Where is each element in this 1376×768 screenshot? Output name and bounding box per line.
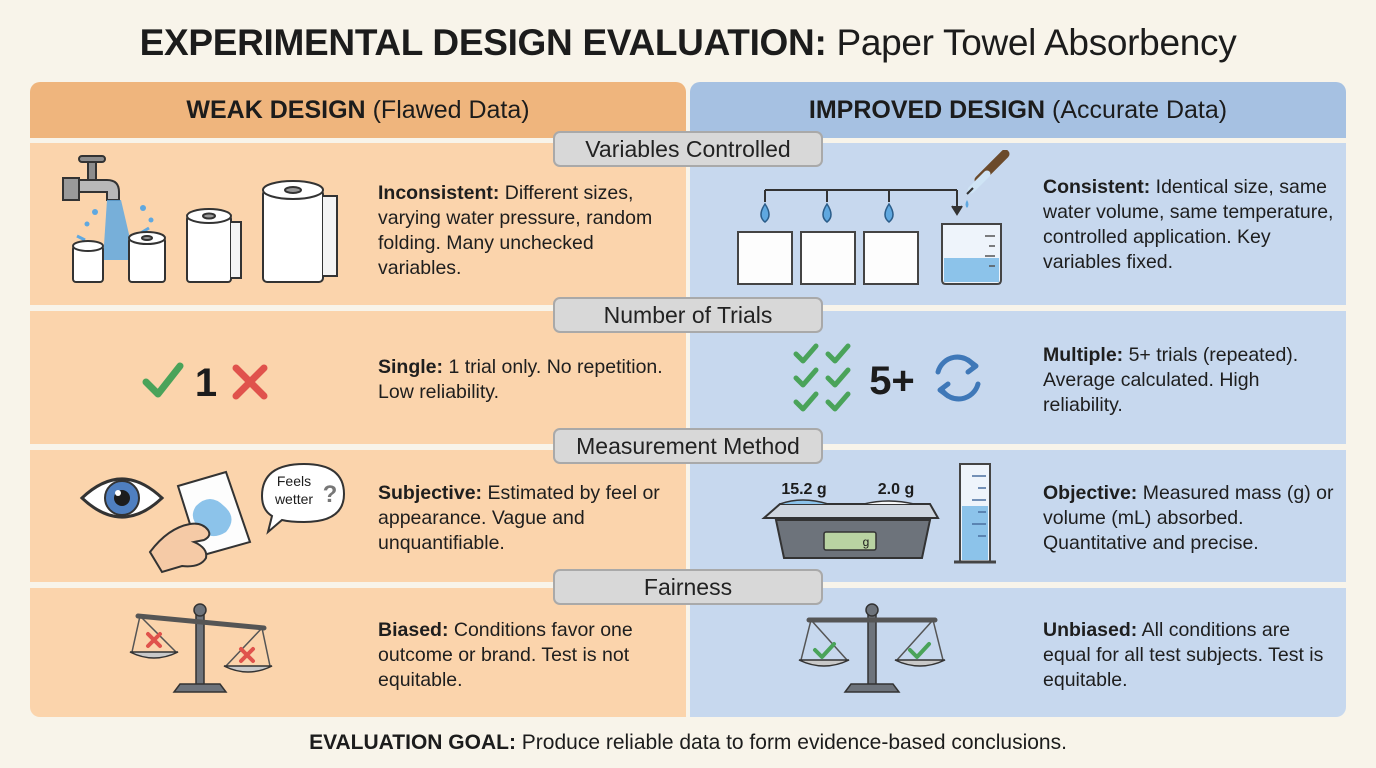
improved-measurement-text: Objective: Measured mass (g) or volume (… [1043, 482, 1334, 554]
improved-variables-panel [690, 143, 1346, 305]
single-trial-illustration: 1 [140, 352, 280, 417]
beaker-icon [941, 223, 1002, 285]
weak-header-bold: WEAK DESIGN [186, 95, 366, 124]
single-trial-count: 1 [195, 361, 217, 405]
svg-text:Feels: Feels [277, 473, 311, 489]
distribution-lines [764, 189, 963, 216]
check-grid-icon [793, 343, 851, 412]
check-icon [813, 642, 836, 659]
check-icon [142, 362, 184, 398]
water-drop-icons [760, 202, 894, 223]
weak-measurement-panel [30, 450, 686, 582]
cross-icon [232, 364, 268, 400]
weak-trials-panel [30, 311, 686, 444]
multiple-trial-count: 5+ [869, 359, 915, 403]
improved-design-header: IMPROVED DESIGN (Accurate Data) [690, 82, 1346, 138]
balanced-scale-illustration [797, 598, 947, 711]
level-balance-icon [798, 603, 946, 693]
wet-towel-in-hand-icon [148, 470, 252, 574]
criterion-pill-trials: Number of Trials [553, 297, 823, 333]
right-pan-reading: 2.0 g [878, 481, 914, 498]
improved-fairness-text: Unbiased: All conditions are equal for a… [1043, 619, 1324, 691]
weak-trials-text: Single: 1 trial only. No repetition. Low… [378, 356, 663, 403]
title-bold: EXPERIMENTAL DESIGN EVALUATION: [139, 22, 827, 63]
subjective-measurement-illustration: Feels wetter ? [78, 456, 358, 581]
identical-towel-squares [737, 231, 919, 285]
dropper-icon [965, 149, 1010, 208]
improved-header-bold: IMPROVED DESIGN [808, 95, 1046, 124]
improved-variables-text: Consistent: Identical size, same water v… [1043, 176, 1334, 273]
criterion-pill-fairness: Fairness [553, 569, 823, 605]
cross-icon [239, 647, 255, 663]
scale-display-unit: g [863, 535, 870, 549]
water-splash-icon [76, 200, 154, 260]
medium-towel-roll-icon [186, 208, 242, 283]
criterion-pill-measurement: Measurement Method [553, 428, 823, 464]
footer-bold: EVALUATION GOAL: [309, 731, 516, 754]
large-towel-roll-icon [262, 180, 338, 283]
objective-measurement-illustration: 15.2 g 2.0 g g [758, 460, 1008, 577]
biased-scale-illustration [128, 598, 278, 711]
improved-trials-text: Multiple: 5+ trials (repeated). Average … [1043, 344, 1299, 416]
faucet-and-rolls-illustration [55, 150, 355, 295]
improved-fairness-panel [690, 588, 1346, 717]
svg-text:wetter: wetter [274, 491, 313, 507]
criterion-pill-variables: Variables Controlled [553, 131, 823, 167]
graduated-cylinder-icon [954, 463, 996, 564]
title-rest: Paper Towel Absorbency [836, 22, 1237, 63]
eye-icon [79, 477, 165, 519]
small-towel-roll-icon [72, 231, 166, 283]
weak-header-rest: (Flawed Data) [372, 95, 530, 124]
weak-variables-text: Inconsistent: Different sizes, varying w… [378, 182, 653, 279]
check-icon [908, 642, 931, 659]
improved-trials-panel [690, 311, 1346, 444]
weak-measurement-text: Subjective: Estimated by feel or appeara… [378, 482, 660, 554]
evaluation-goal-footer: EVALUATION GOAL: Produce reliable data t… [0, 731, 1376, 755]
speech-bubble-icon: Feels wetter ? [260, 462, 346, 535]
weak-fairness-text: Biased: Conditions favor one outcome or … [378, 619, 633, 691]
page-title: EXPERIMENTAL DESIGN EVALUATION: Paper To… [0, 22, 1376, 64]
digital-scale-icon: g [761, 499, 940, 559]
cross-icon [146, 632, 162, 648]
footer-rest: Produce reliable data to form evidence-b… [521, 731, 1067, 754]
repeat-cycle-icon [935, 354, 981, 402]
weak-design-header: WEAK DESIGN (Flawed Data) [30, 82, 686, 138]
left-pan-reading: 15.2 g [781, 481, 826, 498]
faucet-icon [62, 155, 120, 201]
tilted-balance-icon [129, 603, 273, 693]
multiple-trials-illustration: 5+ [790, 338, 990, 425]
improved-header-rest: (Accurate Data) [1052, 95, 1228, 124]
question-mark-icon: ? [323, 481, 338, 508]
controlled-application-illustration [735, 149, 1015, 295]
